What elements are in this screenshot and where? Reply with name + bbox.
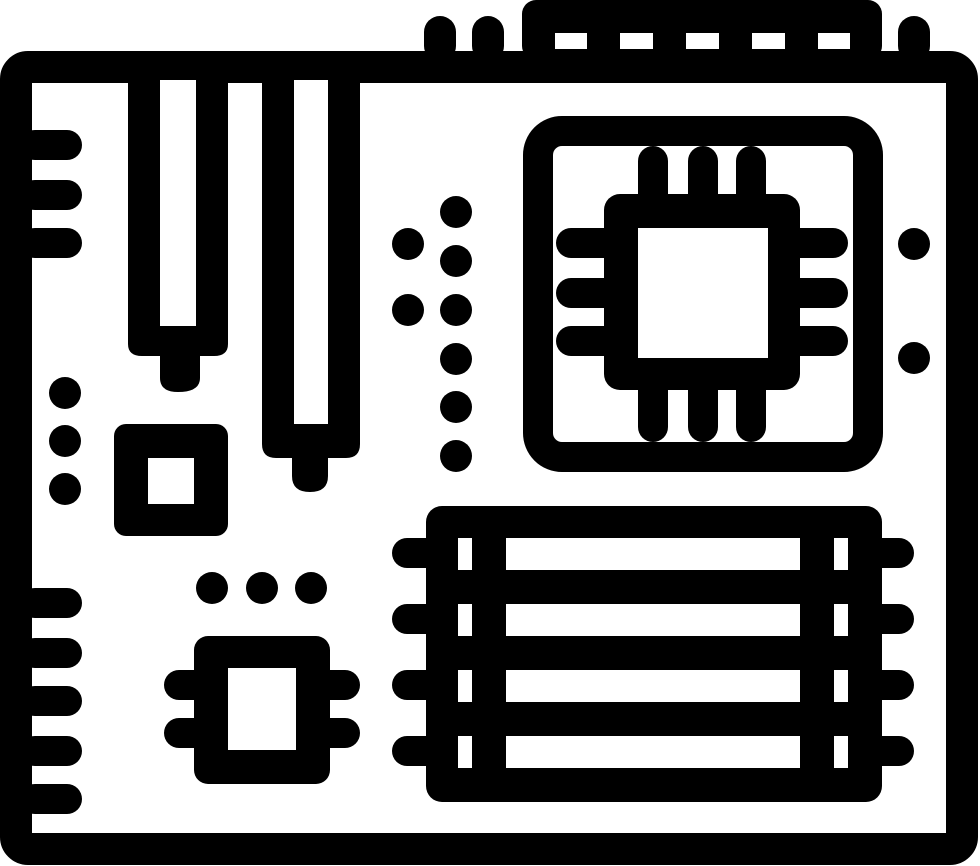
top-port-connector (522, 0, 882, 60)
dots-bottom-row (196, 572, 327, 604)
small-pin-chip (164, 636, 360, 784)
small-square-chip (114, 424, 228, 536)
dots-left-column (49, 377, 81, 505)
board-outline (0, 51, 978, 865)
cpu-socket (523, 116, 883, 472)
expansion-slot-2 (262, 80, 360, 492)
top-stub-pins (424, 16, 930, 62)
ram-slots (392, 506, 914, 802)
left-edge-contacts-top (20, 130, 82, 258)
dots-right (898, 228, 930, 374)
dots-center-columns (392, 196, 472, 472)
expansion-slot-1 (128, 80, 228, 392)
left-edge-contacts-bottom (20, 588, 82, 814)
